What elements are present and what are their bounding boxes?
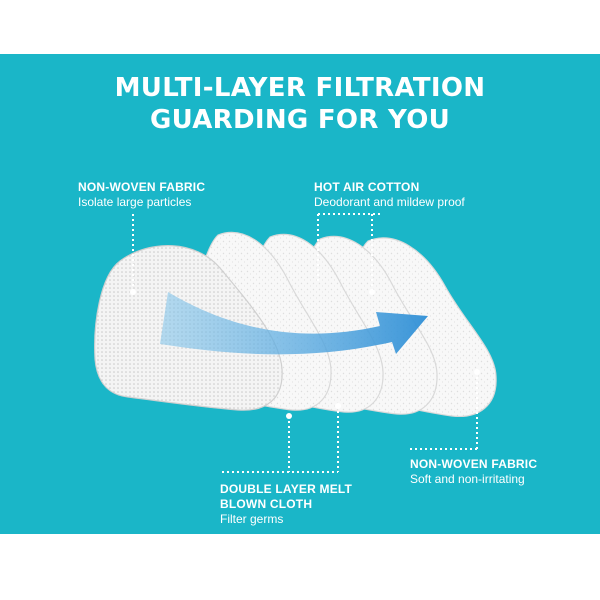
headline: MULTI-LAYER FILTRATION GUARDING FOR YOU bbox=[0, 72, 600, 136]
infographic-panel: MULTI-LAYER FILTRATION GUARDING FOR YOU bbox=[0, 54, 600, 534]
headline-line-1: MULTI-LAYER FILTRATION bbox=[114, 73, 486, 103]
layer-3-title-line-2: BLOWN CLOTH bbox=[220, 497, 313, 511]
label-inner-non-woven: NON-WOVEN FABRIC Soft and non-irritating bbox=[410, 457, 537, 487]
layer-1-subtitle: Isolate large particles bbox=[78, 195, 192, 209]
layer-3-subtitle: Filter germs bbox=[220, 512, 284, 526]
layer-4-title: NON-WOVEN FABRIC bbox=[410, 457, 538, 471]
label-outer-non-woven: NON-WOVEN FABRIC Isolate large particles bbox=[78, 180, 205, 210]
headline-line-2: GUARDING FOR YOU bbox=[149, 105, 451, 135]
leader-lines bbox=[132, 213, 478, 473]
label-hot-air-cotton: HOT AIR COTTON Deodorant and mildew proo… bbox=[314, 180, 465, 210]
filter-layers-illustration bbox=[94, 213, 497, 473]
leader-dots bbox=[130, 289, 480, 419]
layer-2-subtitle: Deodorant and mildew proof bbox=[314, 195, 465, 209]
layer-2-title: HOT AIR COTTON bbox=[314, 180, 420, 194]
layer-3-title: DOUBLE LAYER MELT bbox=[220, 482, 353, 496]
flow-arrow bbox=[160, 292, 428, 355]
layer-4-subtitle: Soft and non-irritating bbox=[410, 472, 525, 486]
layer-1-title: NON-WOVEN FABRIC bbox=[78, 180, 206, 194]
label-melt-blown: DOUBLE LAYER MELT BLOWN CLOTH Filter ger… bbox=[220, 482, 352, 527]
